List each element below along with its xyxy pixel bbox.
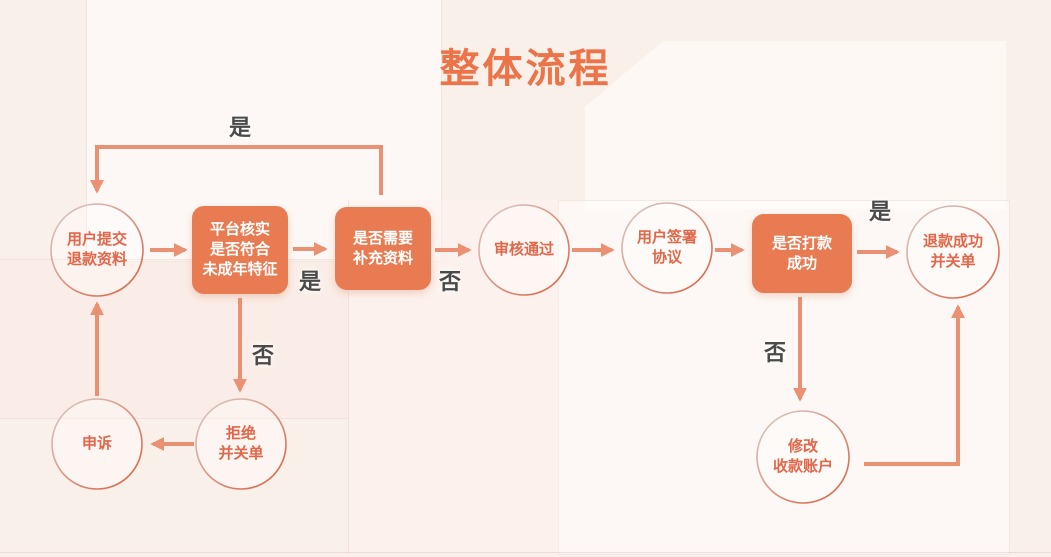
node-sign: 用户签署 协议 [636, 228, 697, 266]
edge-label-verify-yes: 是 [299, 269, 322, 294]
edge-label-verify-no: 否 [252, 343, 275, 368]
node-supplement: 是否需要 补充资料 [335, 207, 431, 290]
node-verify: 平台核实 是否符合 未成年特征 [192, 206, 288, 294]
edge-label-payment-yes: 是 [869, 199, 892, 224]
node-payment: 是否打款 成功 [752, 214, 852, 293]
circle-outline-submit [50, 203, 144, 297]
node-approved: 审核通过 [493, 240, 554, 258]
edge-label-supplement-no: 否 [439, 269, 462, 294]
edge-label-payment-no: 否 [764, 340, 787, 365]
circle-outline-refund-done [906, 205, 1000, 299]
arrow-supplement-loop-to-submit [90, 145, 383, 195]
circle-outline-sign [621, 202, 713, 294]
node-modify-account: 修改 收款账户 [772, 437, 833, 475]
node-reject: 拒绝 并关单 [218, 424, 264, 462]
node-refund-done: 退款成功 并关单 [922, 232, 983, 270]
node-submit: 用户提交 退款资料 [66, 230, 127, 268]
background-divider-line [0, 552, 1051, 553]
background-panel-chamfered [585, 41, 1006, 209]
circle-outline-reject [195, 398, 287, 490]
circle-outline-modify-account [756, 410, 850, 504]
background-panel-bottom-left [0, 259, 348, 419]
circle-outline-appeal [51, 398, 143, 490]
page-title: 整体流程 [439, 47, 612, 91]
node-appeal: 申诉 [81, 434, 112, 452]
edge-label-supplement-yes-loop: 是 [229, 115, 252, 140]
circle-outline-approved [478, 204, 570, 296]
arrow-modify-account-to-refund-done [864, 304, 965, 466]
